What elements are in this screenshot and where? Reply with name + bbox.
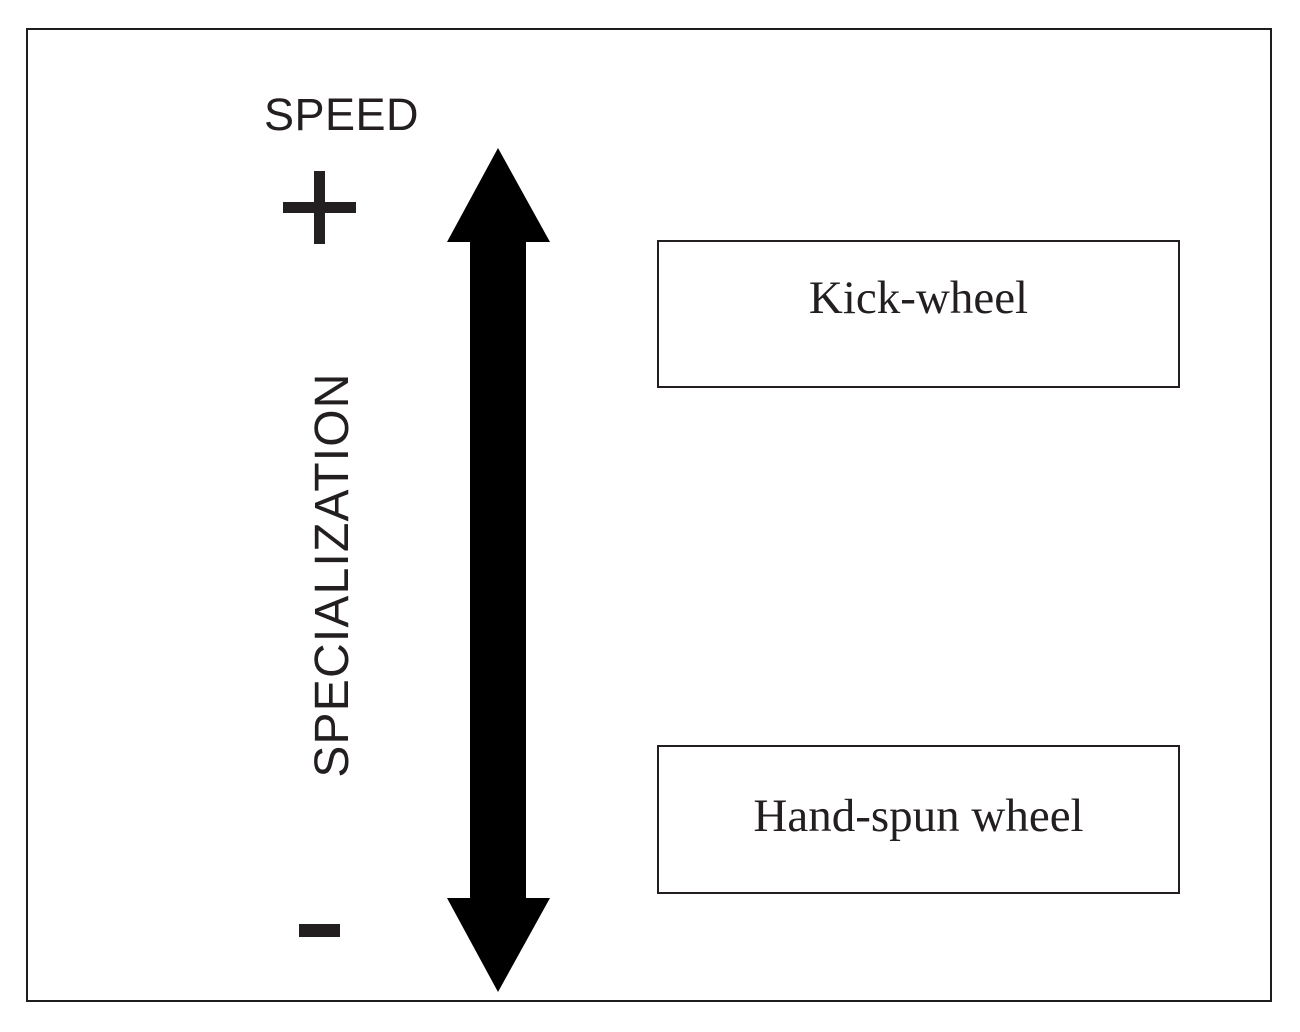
arrow-polygon <box>447 148 550 992</box>
speed-axis-label: SPEED <box>264 89 420 140</box>
figure-outer-frame <box>26 28 1272 1002</box>
label-box-kick-wheel[interactable]: Kick-wheel <box>657 240 1180 388</box>
plus-sign-vertical-bar <box>314 171 325 244</box>
minus-sign-icon <box>299 924 340 937</box>
label-box-hand-spun-wheel[interactable]: Hand-spun wheel <box>657 745 1180 894</box>
label-box-kick-wheel-text: Kick-wheel <box>808 271 1029 324</box>
double-headed-arrow-shape <box>447 148 550 992</box>
double-headed-arrow-icon <box>440 148 560 992</box>
specialization-axis-label: SPECIALIZATION <box>306 372 359 778</box>
label-box-hand-spun-wheel-text: Hand-spun wheel <box>753 790 1084 842</box>
plus-sign-icon <box>283 171 356 244</box>
